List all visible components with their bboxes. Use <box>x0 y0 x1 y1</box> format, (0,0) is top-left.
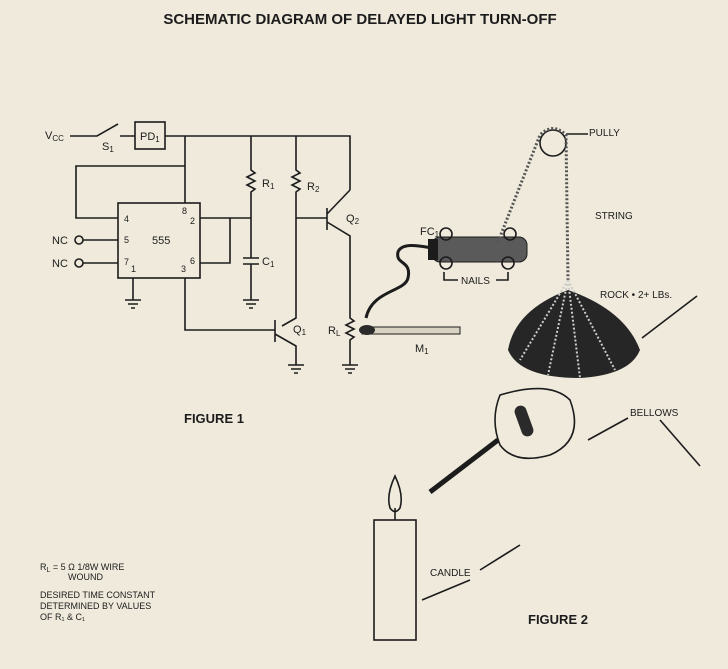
time-note-line3: OF R₁ & C₁ <box>40 612 85 622</box>
m1-label: M1 <box>415 343 429 356</box>
rl-note-line1: RL = 5 Ω 1/8W WIRE <box>40 562 124 574</box>
q2-label: Q2 <box>346 213 360 226</box>
nails-label: NAILS <box>461 276 490 287</box>
pin-2: 2 <box>190 216 195 226</box>
ground-icon <box>125 278 141 309</box>
bellows <box>494 387 576 460</box>
string-label: STRING <box>595 211 633 222</box>
nc-terminal <box>74 235 84 245</box>
nc-wires <box>83 239 118 264</box>
nc-terminal <box>74 258 84 268</box>
ic-label: 555 <box>152 235 170 247</box>
figure2-illustration: FC1 NAILS PULLY STRING ROCK • 2+ LBs. BE… <box>373 127 701 641</box>
reset-loop <box>75 136 186 219</box>
s1-label: S1 <box>102 141 114 154</box>
pin-3: 3 <box>181 264 186 274</box>
pin-6: 6 <box>190 256 195 266</box>
nail <box>501 256 515 270</box>
q1-label: Q1 <box>293 324 307 337</box>
string <box>496 127 570 281</box>
figure2-caption: FIGURE 2 <box>528 612 588 627</box>
rock-arrow <box>641 295 698 339</box>
candle-arrow <box>421 544 521 601</box>
q1-branch <box>184 278 304 374</box>
rl-label: RL <box>328 325 341 338</box>
time-note-line2: DETERMINED BY VALUES <box>40 601 151 611</box>
schematic: VCC S1 PD1 555 4 5 7 1 8 2 6 3 NC NC R1 … <box>45 121 461 426</box>
nail <box>439 227 453 241</box>
bellows-nozzle <box>428 438 500 494</box>
nc-label: NC <box>52 235 68 247</box>
fc1-label: FC1 <box>420 226 440 239</box>
candle-flame <box>388 474 402 513</box>
pin-5: 5 <box>124 235 129 245</box>
r2-label: R2 <box>307 181 320 194</box>
pin-1: 1 <box>131 264 136 274</box>
pin-4: 4 <box>124 214 129 224</box>
rl-note-line2: WOUND <box>68 572 103 582</box>
fuse-wire <box>364 244 433 319</box>
bellows-hole <box>514 405 534 437</box>
r1-label: R1 <box>262 178 275 191</box>
r1-c1-network <box>200 136 259 309</box>
q2-rl-branch <box>281 136 358 374</box>
nail <box>439 256 453 270</box>
match-m1 <box>361 326 461 335</box>
time-note-line1: DESIRED TIME CONSTANT <box>40 590 156 600</box>
notes: RL = 5 Ω 1/8W WIRE WOUND DESIRED TIME CO… <box>40 562 156 622</box>
vcc-rail <box>165 135 351 190</box>
match-head <box>359 325 375 335</box>
figure1-caption: FIGURE 1 <box>184 411 244 426</box>
pulley <box>539 129 567 157</box>
nc-label: NC <box>52 258 68 270</box>
vcc-label: VCC <box>45 130 64 143</box>
title: SCHEMATIC DIAGRAM OF DELAYED LIGHT TURN-… <box>163 11 556 28</box>
rock-sack <box>508 290 640 378</box>
sack-string <box>519 279 616 379</box>
pulley-label: PULLY <box>589 128 620 139</box>
pin-7: 7 <box>124 257 129 267</box>
pin-8: 8 <box>182 206 187 216</box>
nails-pointer <box>443 272 509 281</box>
rock-label: ROCK • 2+ LBs. <box>600 290 672 301</box>
bellows-arrow <box>587 417 701 467</box>
switch-s1 <box>70 123 135 137</box>
pd1-label: PD1 <box>140 131 160 144</box>
nail <box>503 227 517 241</box>
cylinder-cap <box>428 239 438 260</box>
candle <box>373 519 417 641</box>
bellows-label: BELLOWS <box>630 408 679 419</box>
c1-label: C1 <box>262 256 275 269</box>
candle-label: CANDLE <box>430 568 471 579</box>
